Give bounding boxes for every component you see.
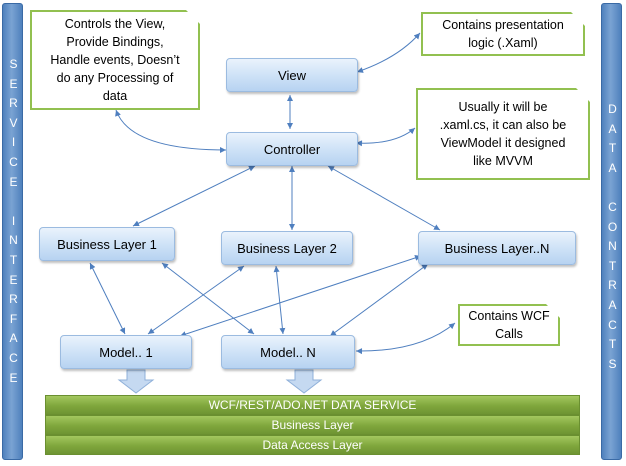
model-n-node: Model.. N — [221, 335, 355, 369]
sidebar-letter: A — [608, 298, 617, 312]
sidebar-letter: D — [608, 102, 617, 116]
sidebar-letter: T — [608, 258, 617, 273]
sidebar-letter: C — [9, 351, 18, 365]
bl1-modeln-connector — [161, 262, 255, 335]
note-line: ViewModel it designed — [440, 136, 566, 150]
bl2-modeln-connector — [273, 265, 286, 335]
note-line: Controls the View, — [64, 17, 166, 31]
sidebar-letter: S — [9, 57, 18, 71]
sidebar-letter: T — [9, 253, 18, 267]
sidebar-letter: O — [607, 219, 618, 234]
sidebar-letter: C — [608, 317, 617, 332]
sidebar-letter: T — [608, 337, 617, 352]
note-line: .xaml.cs, it can also be — [439, 118, 567, 132]
sidebar-letter: A — [608, 121, 617, 136]
model-1-label: Model.. 1 — [99, 344, 153, 360]
sidebar-letter: I — [11, 135, 16, 150]
controller-note-left-connector — [115, 109, 227, 153]
sidebar-letter: F — [9, 311, 18, 326]
modeln-note-connector — [355, 322, 456, 355]
sidebar-letter: E — [9, 272, 18, 287]
business-layer-bar-label: Business Layer — [271, 418, 354, 432]
data-service-bar: WCF/REST/ADO.NET DATA SERVICE — [45, 395, 580, 415]
sidebar-letter: V — [9, 115, 18, 130]
note-line: Contains WCF — [468, 309, 550, 323]
business-layer-2-label: Business Layer 2 — [237, 240, 337, 256]
sidebar-letter: T — [608, 141, 617, 156]
controller-node-label: Controller — [263, 141, 321, 157]
sidebar-letter: E — [9, 76, 18, 91]
note-line: logic (.Xaml) — [468, 36, 538, 50]
sidebar-letter: I — [11, 213, 16, 228]
model-1-node: Model.. 1 — [60, 335, 192, 369]
bl2-model1-connector — [147, 265, 245, 335]
model-n-label: Model.. N — [260, 344, 316, 360]
note-line: do any Processing of — [56, 71, 174, 85]
note-line: data — [102, 89, 128, 103]
bl1-model1-connector — [89, 262, 126, 335]
sidebar-letter: E — [9, 370, 18, 385]
sidebar-letter: N — [608, 239, 617, 254]
sidebar-letter: C — [608, 200, 617, 214]
sidebar-letter: R — [608, 278, 617, 293]
data-access-layer-label: Data Access Layer — [262, 438, 363, 452]
note-line: Usually it will be — [458, 100, 548, 114]
note-line: Provide Bindings, — [66, 35, 164, 49]
bln-modeln-connector — [329, 263, 429, 337]
note-line: Contains presentation — [442, 18, 564, 32]
sidebar-letter: A — [608, 160, 617, 175]
sidebar-letter: C — [9, 155, 18, 169]
sidebar-letter: R — [9, 96, 18, 111]
controller-bl1-connector — [132, 165, 256, 227]
business-layer-n-node: Business Layer..N — [418, 231, 576, 265]
note-line: Handle events, Doesn’t — [50, 53, 180, 67]
business-layer-1-label: Business Layer 1 — [57, 236, 157, 252]
view-note-connector — [356, 32, 421, 73]
sidebar-letter: E — [9, 174, 18, 189]
view-node-label: View — [278, 67, 306, 83]
model-role-note: Contains WCF Calls — [458, 304, 560, 346]
business-layer-1-node: Business Layer 1 — [39, 227, 175, 261]
data-access-layer-bar: Data Access Layer — [45, 435, 580, 455]
sidebar-letter: A — [9, 331, 18, 346]
business-layer-bar: Business Layer — [45, 415, 580, 435]
controller-note-right-connector — [355, 127, 416, 147]
note-line: Calls — [495, 327, 523, 341]
note-line: like MVVM — [473, 154, 533, 168]
data-service-label: WCF/REST/ADO.NET DATA SERVICE — [208, 398, 417, 412]
business-layer-2-node: Business Layer 2 — [221, 231, 353, 265]
modeln-down-arrow — [285, 369, 323, 394]
sidebar-letter: S — [608, 356, 617, 371]
sidebar-letter: R — [9, 292, 18, 307]
business-layer-n-label: Business Layer..N — [444, 240, 550, 256]
controller-node: Controller — [226, 132, 358, 166]
model1-down-arrow — [117, 369, 155, 394]
sidebar-letter: N — [9, 233, 18, 248]
view-node: View — [226, 58, 358, 92]
controller-bln-connector — [327, 165, 441, 231]
controller-file-note: Usually it will be .xaml.cs, it can also… — [416, 88, 590, 180]
view-role-note: Contains presentation logic (.Xaml) — [421, 12, 585, 56]
controller-role-note: Controls the View, Provide Bindings, Han… — [30, 10, 200, 110]
